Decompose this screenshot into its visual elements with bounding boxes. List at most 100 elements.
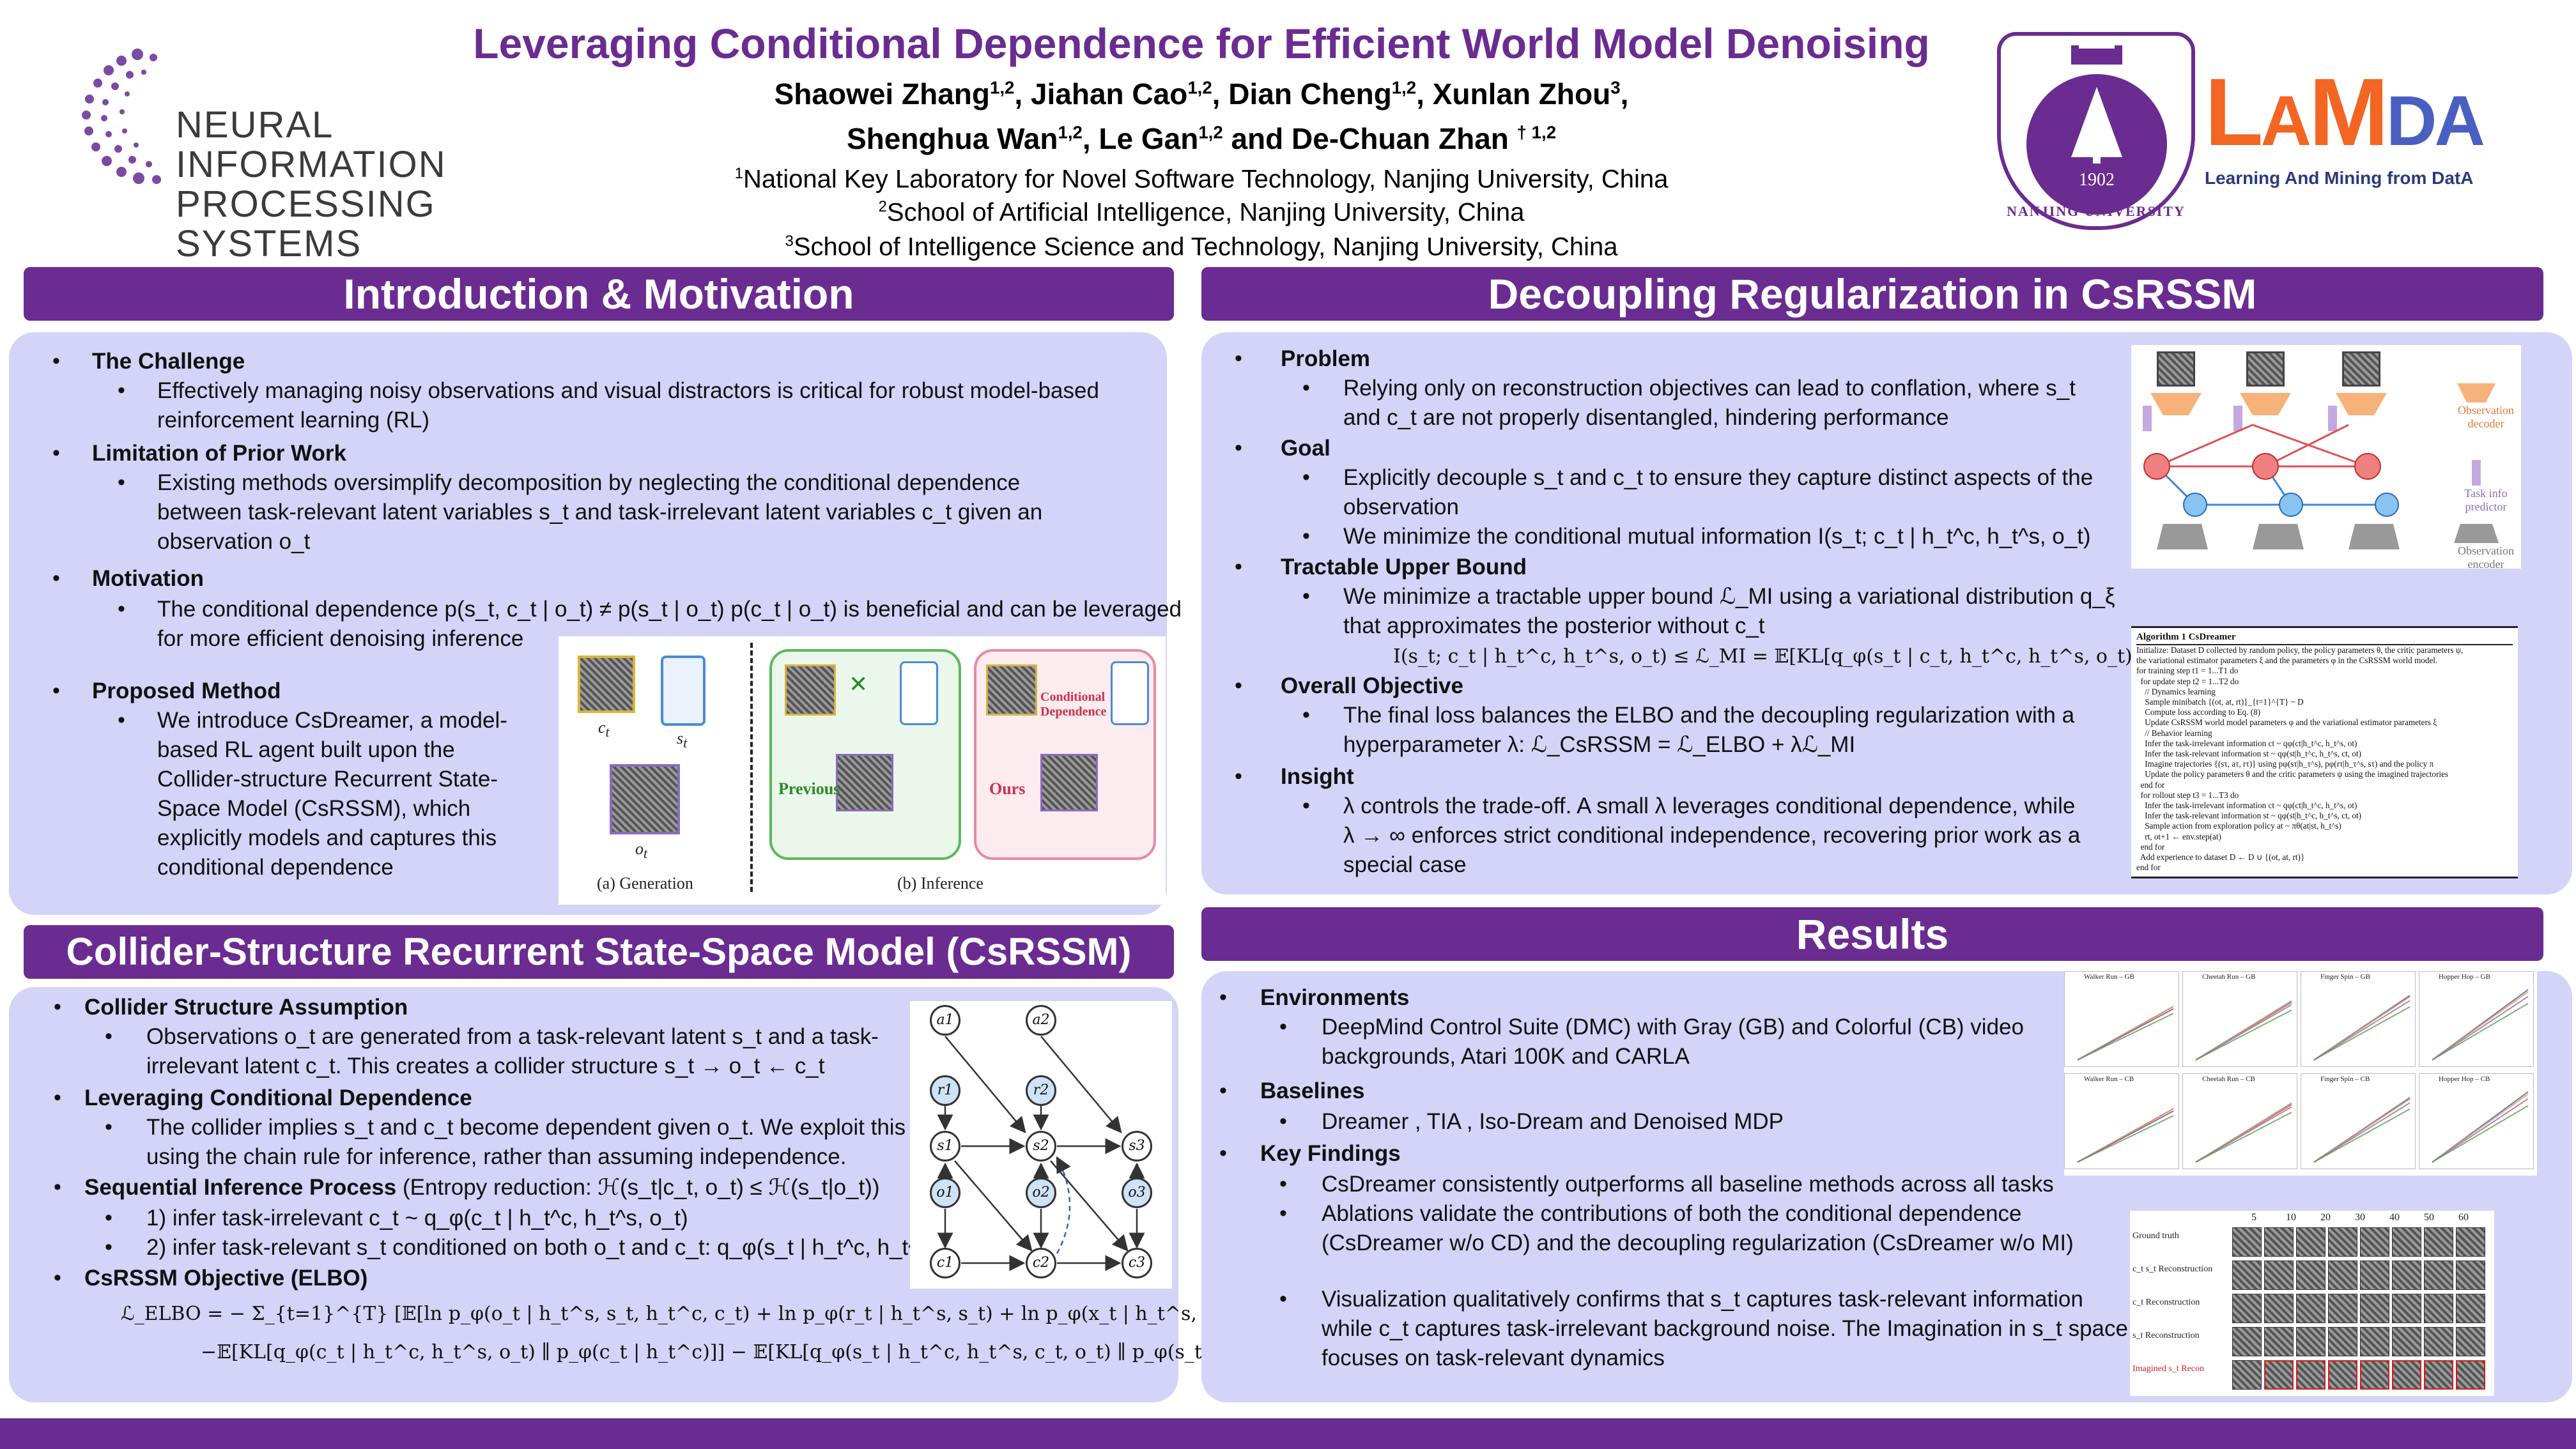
sequential-step-2: 2) infer task-relevant s_t conditioned o… (146, 1235, 1024, 1260)
elbo-equation-line-2: −𝔼[KL[q_φ(c_t | h_t^c, h_t^s, o_t) ∥ p_φ… (201, 1341, 1306, 1363)
plot-curves (2313, 1096, 2410, 1163)
recon-step-label: 40 (2389, 1212, 2400, 1223)
recon-thumbnail (2232, 1327, 2262, 1356)
algorithm-line: // Dynamics learning (2136, 686, 2216, 696)
algorithm-title: Algorithm 1 CsDreamer (2136, 632, 2513, 645)
environments-text-2: backgrounds, Atari 100K and CARLA (1322, 1044, 1690, 1069)
limitation-text-1: Existing methods oversimplify decomposit… (157, 470, 1021, 495)
recon-thumbnail (2264, 1227, 2294, 1257)
objective-text-2: hyperparameter λ: ℒ_CsRSSM = ℒ_ELBO + λℒ… (1343, 732, 1856, 757)
recon-thumbnail (2392, 1227, 2421, 1257)
graph-node-s3: s3 (1122, 1131, 1152, 1162)
result-plot: Cheetah Run – GB (2182, 971, 2297, 1067)
environments-heading: Environments (1260, 985, 1410, 1010)
method-text-line: conditional dependence (157, 855, 394, 880)
recon-thumbnail (2424, 1360, 2453, 1390)
neurips-dots-graphic (82, 49, 161, 184)
recon-thumbnail (2296, 1294, 2325, 1323)
nju-ring-text: NANJING UNIVERSITY (2007, 203, 2186, 219)
graph-node-r2: r2 (1026, 1075, 1056, 1106)
upper-bound-heading: Tractable Upper Bound (1281, 555, 1527, 579)
recon-thumbnail (2360, 1294, 2389, 1323)
poster-title: Leveraging Conditional Dependence for Ef… (473, 20, 1930, 67)
recon-thumbnail (2296, 1360, 2325, 1390)
label-conditional-dependence: Conditional Dependence (1040, 690, 1107, 719)
recon-thumbnail (2264, 1294, 2294, 1323)
plot-title: Cheetah Run – CB (2202, 1075, 2255, 1083)
label-task-predictor: Task info predictor (2464, 487, 2508, 513)
limitation-text-3: observation o_t (157, 529, 311, 554)
algorithm-line: // Behavior learning (2136, 728, 2212, 738)
baselines-heading: Baselines (1260, 1078, 1365, 1103)
plot-title: Finger Spin – GB (2320, 973, 2370, 981)
section-title-csrssm: Collider-Structure Recurrent State-Space… (24, 925, 1174, 979)
nju-emblem: 1902 (2026, 74, 2167, 215)
recon-thumbnail (2360, 1360, 2389, 1390)
lamda-tagline: Learning And Mining from DatA (2205, 168, 2474, 188)
recon-thumbnail (2392, 1360, 2421, 1390)
affiliation-1: 1National Key Laboratory for Novel Softw… (734, 165, 1669, 194)
recon-row-label: c_t s_t Reconstruction (2133, 1264, 2213, 1274)
plot-curves (2313, 994, 2410, 1061)
recon-thumbnail (2392, 1261, 2421, 1290)
method-text-line: based RL agent built upon the (157, 737, 455, 762)
recon-thumbnail (2456, 1294, 2485, 1323)
architecture-diagram (2143, 383, 2499, 549)
motivation-text-1: The conditional dependence p(s_t, c_t | … (157, 597, 1182, 622)
challenge-text-1: Effectively managing noisy observations … (157, 378, 1099, 403)
key-findings-text-1: CsDreamer consistently outperforms all b… (1322, 1172, 2054, 1197)
algorithm-line: for training step t1 = 1...T1 do (2136, 666, 2239, 676)
leveraging-text-1: The collider implies s_t and c_t become … (146, 1115, 906, 1140)
algorithm-box: Algorithm 1 CsDreamer Initialize: Datase… (2131, 626, 2518, 878)
recon-step-label: 30 (2355, 1212, 2365, 1223)
algorithm-line: Imagine trajectories {(sτ, aτ, rτ)} usin… (2136, 759, 2434, 769)
label-previous: Previous (778, 779, 840, 798)
neurips-wordmark: NEURAL INFORMATION PROCESSING SYSTEMS (176, 104, 447, 264)
recon-thumbnail (2328, 1261, 2357, 1290)
graph-node-c1: c1 (930, 1248, 960, 1278)
sequential-step-1: 1) infer task-irrelevant c_t ~ q_φ(c_t |… (146, 1206, 688, 1230)
lamda-wordmark: LAMDA (2205, 58, 2485, 165)
lamda-logo: LAMDA Learning And Mining from DatA (2205, 61, 2505, 201)
plot-title: Walker Run – GB (2084, 973, 2134, 981)
recon-thumbnail (2328, 1360, 2357, 1390)
graph-node-s2: s2 (1026, 1131, 1056, 1162)
recon-thumbnail (2232, 1360, 2262, 1390)
result-plot: Cheetah Run – CB (2182, 1073, 2297, 1169)
algorithm-line: for update step t2 = 1...T2 do (2136, 676, 2239, 686)
algorithm-line: the variational estimator parameters ξ a… (2136, 656, 2438, 666)
goal-text-2: observation (1343, 494, 1459, 519)
algorithm-line: end for (2136, 862, 2161, 873)
recon-thumbnail (2392, 1294, 2421, 1323)
algorithm-line: end for (2136, 779, 2165, 790)
plot-curves (2432, 989, 2529, 1061)
recon-thumbnail (2296, 1261, 2325, 1290)
goal-text-3: We minimize the conditional mutual infor… (1343, 524, 2091, 549)
nju-year: 1902 (2079, 170, 2115, 190)
elbo-heading: CsRSSM Objective (ELBO) (84, 1266, 368, 1291)
label-o-gen: ot (635, 839, 648, 862)
recon-thumbnail (2424, 1327, 2453, 1356)
algorithm-line: rt, ot+1 ← env.step(at) (2136, 831, 2221, 841)
recon-row-label: Imagined s_t Recon (2133, 1364, 2204, 1374)
baselines-text: Dreamer , TIA , Iso-Dream and Denoised M… (1322, 1109, 1784, 1134)
limitation-heading: Limitation of Prior Work (92, 441, 346, 466)
decoupling-panel: • Problem • Relying only on reconstructi… (1201, 332, 2572, 894)
recon-thumbnail (2392, 1327, 2421, 1356)
key-findings-heading: Key Findings (1260, 1141, 1401, 1166)
goal-heading: Goal (1281, 436, 1330, 461)
problem-text-2: and c_t are not properly disentangled, h… (1343, 405, 1949, 430)
challenge-heading: The Challenge (92, 349, 245, 374)
plot-title: Hopper Hop – CB (2439, 1075, 2490, 1083)
recon-thumbnail (2456, 1327, 2485, 1356)
section-title-decoupling: Decoupling Regularization in CsRSSM (1201, 267, 2543, 321)
label-ours: Ours (989, 779, 1026, 798)
upper-bound-text-2: that approximates the posterior without … (1343, 613, 1765, 638)
sequential-inference-line: Sequential Inference Process (Entropy re… (84, 1172, 880, 1202)
recon-thumbnail (2264, 1327, 2294, 1356)
graph-node-c2: c2 (1026, 1248, 1056, 1278)
pine-tree-icon (2071, 87, 2122, 164)
recon-thumbnail (2232, 1261, 2262, 1290)
recon-step-label: 20 (2320, 1212, 2331, 1223)
